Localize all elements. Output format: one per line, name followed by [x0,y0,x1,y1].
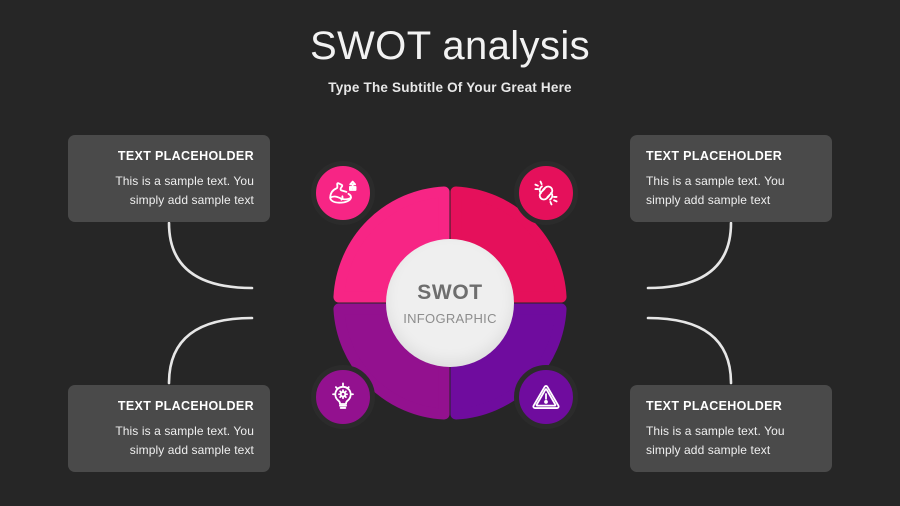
text-box-line-1: This is a sample text. You [646,173,785,188]
text-box-line-1: This is a sample text. You [115,423,254,438]
hub-title: SWOT [417,280,483,304]
text-box-opportunities[interactable]: TEXT PLACEHOLDER This is a sample text. … [68,385,270,472]
swot-donut-chart [333,186,567,420]
icon-badge-threats[interactable] [514,365,578,429]
hub-subtitle: INFOGRAPHIC [403,310,497,326]
text-box-line-1: This is a sample text. You [646,423,785,438]
connector-opportunities [167,316,254,385]
text-box-heading: TEXT PLACEHOLDER [646,149,783,163]
broken-chain-link-icon [534,180,558,206]
text-box-body: This is a sample text. You simply add sa… [84,172,254,211]
text-box-heading: TEXT PLACEHOLDER [646,399,783,413]
text-box-heading: TEXT PLACEHOLDER [117,149,254,163]
slide-header: SWOT analysis Type The Subtitle Of Your … [0,0,900,95]
text-box-body: This is a sample text. You simply add sa… [646,422,816,461]
text-box-line-2: simply add sample text [646,193,771,208]
connector-threats [646,316,733,385]
center-hub: SWOT INFOGRAPHIC [386,239,514,367]
page-subtitle: Type The Subtitle Of Your Great Here [328,80,572,95]
text-box-body: This is a sample text. You simply add sa… [646,172,816,211]
page-title: SWOT analysis [309,24,591,68]
text-box-line-2: simply add sample text [129,193,254,208]
text-box-line-1: This is a sample text. You [115,173,254,188]
text-box-body: This is a sample text. You simply add sa… [84,422,254,461]
lightbulb-gear-icon [332,382,354,409]
text-box-line-2: simply add sample text [646,443,771,458]
text-box-heading: TEXT PLACEHOLDER [117,399,254,413]
connector-strengths [167,221,254,290]
icon-badge-strengths[interactable] [311,161,375,225]
connector-weaknesses [646,221,733,290]
icon-badge-opportunities[interactable] [311,365,375,429]
icon-badge-weaknesses[interactable] [514,161,578,225]
text-box-strengths[interactable]: TEXT PLACEHOLDER This is a sample text. … [68,135,270,222]
text-box-line-2: simply add sample text [129,443,254,458]
warning-triangle-icon [532,385,560,409]
text-box-weaknesses[interactable]: TEXT PLACEHOLDER This is a sample text. … [630,135,832,222]
muscle-flex-icon [329,180,357,204]
text-box-threats[interactable]: TEXT PLACEHOLDER This is a sample text. … [630,385,832,472]
